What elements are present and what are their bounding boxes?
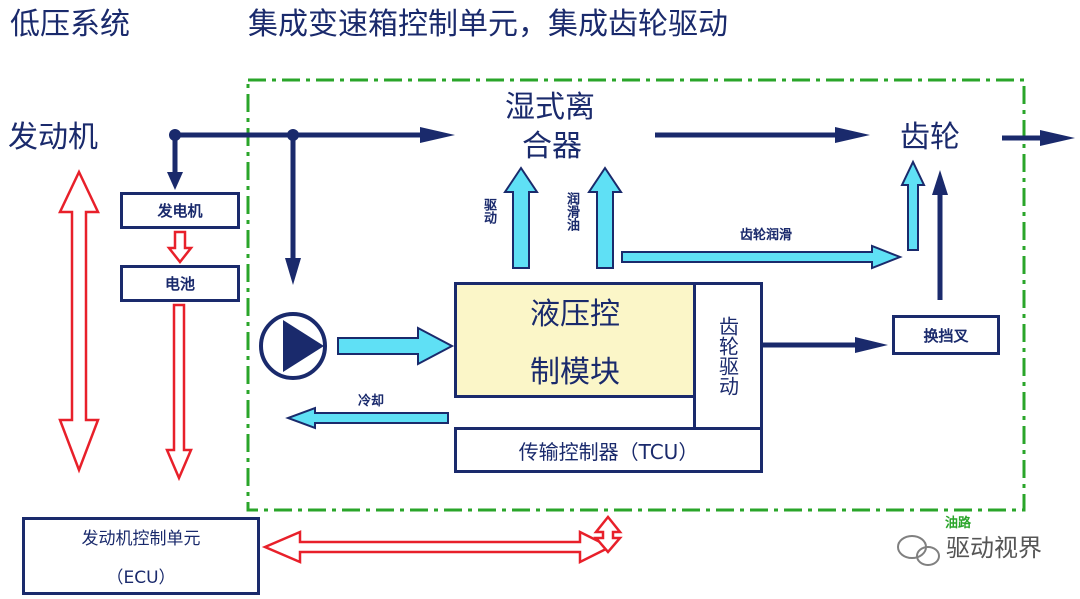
engine-label: 发动机 <box>8 120 98 155</box>
hydraulic-control-module: 液压控 制模块 <box>454 282 696 398</box>
generator-label: 发电机 <box>157 202 203 220</box>
junction-dot-2 <box>287 129 299 141</box>
battery-label: 电池 <box>164 275 195 293</box>
pump-icon <box>259 312 327 380</box>
shift-fork-label: 换挡叉 <box>923 326 969 345</box>
watermark-text: 驱动视界 <box>946 534 1042 562</box>
wet-clutch-label-line1: 湿式离 <box>505 90 595 125</box>
hydraulic-flow-arrows <box>285 159 926 430</box>
ecu-label-line2: （ECU） <box>106 568 176 588</box>
page-title: 集成变速箱控制单元，集成齿轮驱动 <box>248 7 728 42</box>
gear-label: 齿轮 <box>900 120 960 155</box>
ecu-box: 发动机控制单元 （ECU） <box>22 517 260 595</box>
gear-lube-label: 齿轮润滑 <box>740 228 793 243</box>
tcu-label: 传输控制器（TCU） <box>518 439 699 464</box>
cooling-label: 冷却 <box>358 394 385 409</box>
tcu-box: 传输控制器（TCU） <box>454 427 763 473</box>
gear-drive-label: 齿轮驱动 <box>715 316 740 396</box>
hydraulic-label-line2: 制模块 <box>530 355 620 390</box>
wet-clutch-label-line2: 合器 <box>522 129 582 164</box>
mechanical-arrowheads <box>167 127 1075 353</box>
hydraulic-label-line1: 液压控 <box>530 297 620 332</box>
ecu-label-line1: 发动机控制单元 <box>81 529 201 549</box>
signal-arrows <box>58 169 623 565</box>
drive-label: 驱动 <box>481 198 496 224</box>
gear-drive-box: 齿轮驱动 <box>693 282 763 430</box>
junction-dot-1 <box>169 129 181 141</box>
wechat-logo-icon <box>897 535 940 566</box>
lube-oil-label: 润滑油 <box>564 192 579 231</box>
oil-circuit-boundary <box>246 78 1026 512</box>
system-title: 低压系统 <box>10 7 130 42</box>
battery-box: 电池 <box>120 265 240 302</box>
oil-circuit-label: 油路 <box>945 516 972 531</box>
shift-fork-box: 换挡叉 <box>892 315 1000 355</box>
generator-box: 发电机 <box>120 192 240 229</box>
